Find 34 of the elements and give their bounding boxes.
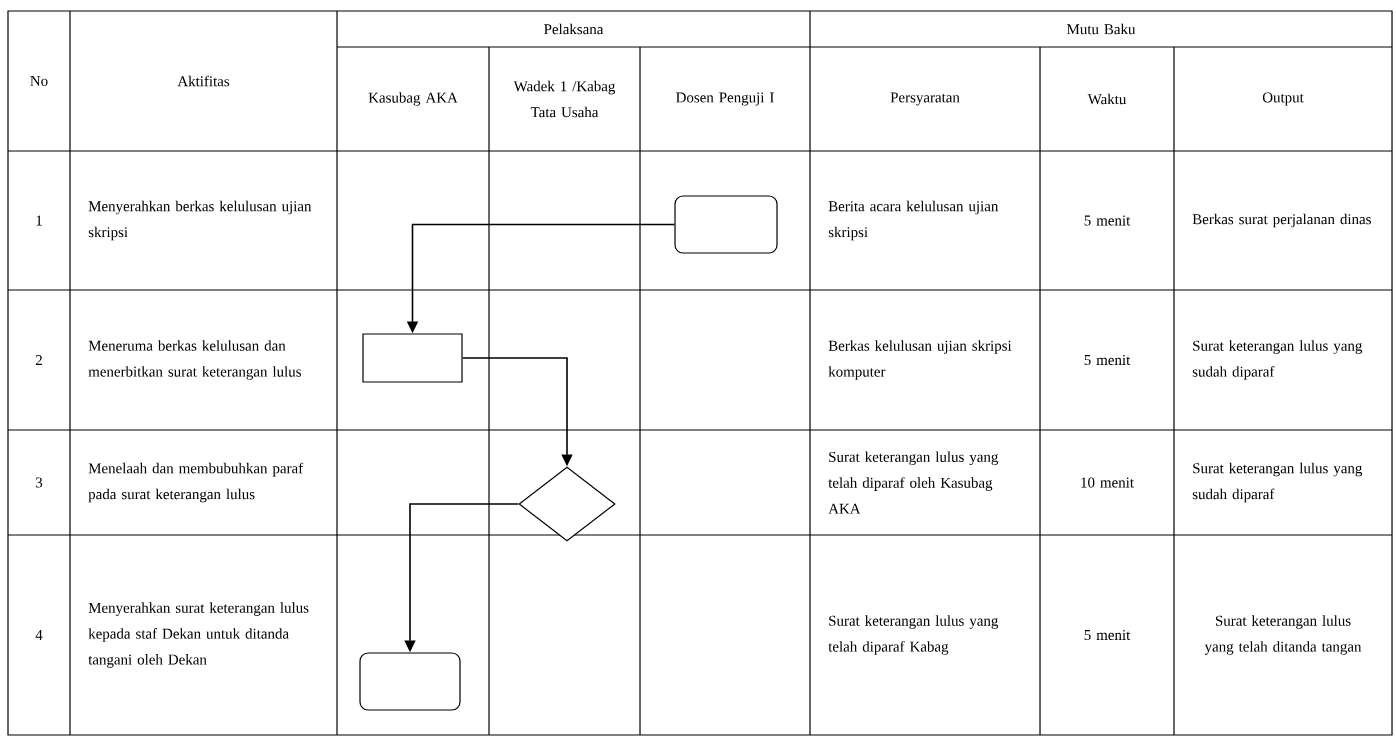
activity-text: Meneruma berkas kelulusan dan menerbitkan surat keterangan lulus [88,340,301,380]
output-text: Surat keterangan lulus yang sudah diparaf [1192,462,1363,503]
column-header: Persyaratan [890,92,960,106]
requirement-text: Berita acara kelulusan ujian skripsi [828,200,999,241]
time-text: 5 menit [1084,630,1131,640]
column-header: Aktifitas [177,75,230,87]
row-number: 1 [36,215,42,226]
output-text: Surat keterangan lulus yang sudah diparaf [1192,340,1363,380]
process-box [362,333,463,383]
rounded-box [674,195,778,254]
column-header: Dosen Penguji I [676,92,774,106]
column-header: Waktu [1087,93,1127,105]
column-header: Output [1262,92,1304,106]
time-text: 5 menit [1084,215,1131,226]
requirement-text: Surat keterangan lulus yang telah diparaf Kabag [828,615,999,655]
activity-text: Menyerahkan berkas kelulusan ujian skripsi [88,200,312,241]
output-text: Surat keterangan lulus yang telah ditanda tangan [1204,615,1362,655]
row-number: 4 [35,630,43,640]
time-text: 5 menit [1084,355,1131,365]
column-header: Pelaksana [544,23,604,35]
rounded-box [359,652,461,711]
column-header: No [30,76,48,86]
decision-diamond [518,466,616,542]
column-header: Kasubag AKA [368,92,458,106]
requirement-text: Berkas kelulusan ujian skripsi komputer [828,340,1012,380]
column-header: Mutu Baku [1067,23,1136,35]
time-text: 10 menit [1081,477,1134,488]
activity-text: Menyerahkan surat keterangan lulus kepada staf Dekan untuk ditanda tangani oleh Dekan [88,602,309,668]
row-number: 2 [35,355,42,365]
output-text: Berkas surat perjalanan dinas [1192,213,1371,228]
column-header: Wadek 1 /Kabag Tata Usaha [513,80,616,118]
row-number: 3 [36,477,43,488]
requirement-text: Surat keterangan lulus yang telah diparaf oleh Kasubag AKA [828,451,999,514]
activity-text: Menelaah dan membubuhkan paraf pada surat keterangan lulus [88,462,304,503]
